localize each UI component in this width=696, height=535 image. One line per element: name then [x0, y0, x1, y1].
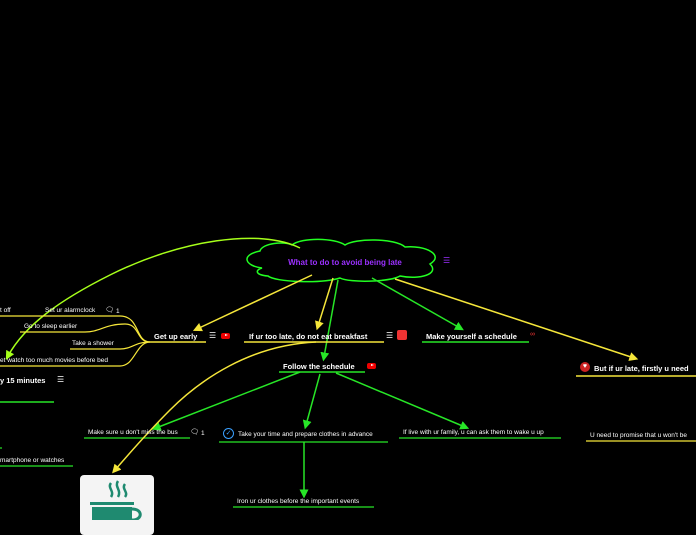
link-icon[interactable]: ∞ [530, 331, 535, 338]
heart-icon[interactable]: ♥ [580, 362, 590, 372]
menu-lines-icon[interactable]: ☰ [209, 332, 216, 340]
connector-family [336, 373, 465, 427]
branch-if-late[interactable]: But if ur late, firstly u need [594, 364, 689, 373]
subtopic-sleep-earlier[interactable]: Go to sleep earlier [24, 323, 77, 330]
branch-make-schedule[interactable]: Make yourself a schedule [426, 332, 517, 341]
subtopic-smartphone[interactable]: martphone or watches [0, 457, 64, 464]
menu-lines-icon[interactable]: ☰ [443, 257, 450, 265]
subtopic-promise[interactable]: U need to promise that u won't be [590, 432, 687, 439]
youtube-icon[interactable] [367, 363, 376, 369]
subtopic-family[interactable]: If live with ur family, u can ask them t… [403, 429, 544, 436]
branch-dont-eat-breakfast[interactable]: If ur too late, do not eat breakfast [249, 332, 367, 341]
menu-lines-icon[interactable]: ☰ [57, 376, 64, 384]
branch-follow-schedule[interactable]: Follow the schedule [283, 362, 355, 371]
branch-get-up-early[interactable]: Get up early [154, 332, 197, 341]
comment-icon[interactable]: 🗨 [190, 428, 199, 436]
comment-icon[interactable]: 🗨 [105, 306, 114, 314]
subtopic-prepare-clothes[interactable]: Take your time and prepare clothes in ad… [238, 431, 373, 438]
menu-lines-icon[interactable]: ☰ [386, 332, 393, 340]
dice-icon[interactable] [397, 330, 407, 340]
connector-follow-schedule [324, 280, 338, 357]
subtopic-bus[interactable]: Make sure u don't miss the bus [88, 429, 178, 436]
youtube-icon[interactable] [221, 333, 230, 339]
subtopic-iron-clothes[interactable]: Iron ur clothes before the important eve… [237, 498, 359, 505]
subtopic-shower[interactable]: Take a shower [72, 340, 114, 347]
connector-get-up-early [197, 275, 312, 329]
connector-if-late [395, 279, 634, 358]
comment-count-bus: 1 [201, 430, 205, 437]
central-topic-title[interactable]: What to do to avoid being late [250, 258, 440, 267]
comment-count-alarm: 1 [116, 308, 120, 315]
connector-bus [156, 372, 300, 428]
coffee-cup-icon [89, 480, 149, 520]
subtopic-alarmclock[interactable]: Set ur alarmclock [45, 307, 95, 314]
connector-prepare [306, 374, 320, 425]
subtopic-movies[interactable]: et watch too much movies before bed [0, 357, 108, 364]
subtopic-off[interactable]: t off [0, 307, 11, 314]
subtopic-15-minutes[interactable]: y 15 minutes [0, 376, 45, 385]
checkmark-circle-icon[interactable]: ✓ [223, 428, 234, 439]
